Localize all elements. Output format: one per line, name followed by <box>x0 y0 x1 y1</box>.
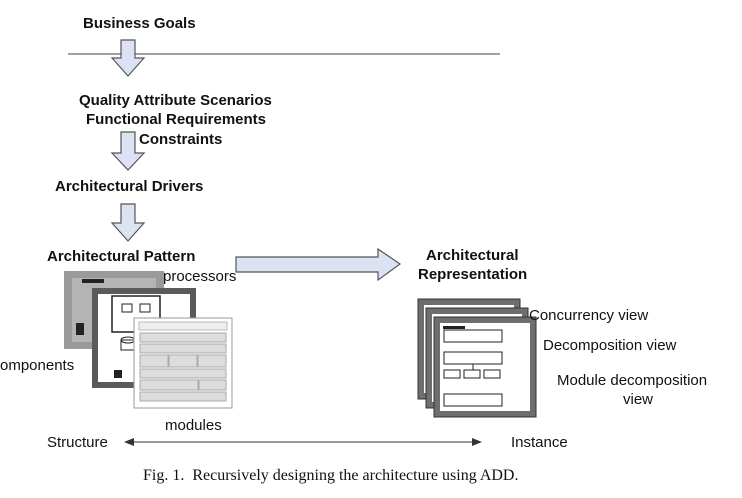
architectural-pattern-label: Architectural Pattern <box>47 248 196 265</box>
business-goals-label: Business Goals <box>83 15 196 32</box>
functional-requirements-label: Functional Requirements <box>86 111 267 128</box>
down-arrow-3 <box>110 203 146 242</box>
architectural-representation-line2: Representation <box>418 266 528 283</box>
architectural-representation-line1: Architectural <box>426 247 519 264</box>
pattern-thumbnails <box>64 271 233 409</box>
components-label: omponents <box>0 357 75 374</box>
decomposition-view-label: Decomposition view <box>543 337 677 354</box>
constraints-label: Constraints <box>139 131 223 148</box>
concurrency-view-label: Concurrency view <box>529 307 649 324</box>
architectural-drivers-label: Architectural Drivers <box>55 178 204 195</box>
down-arrow-2 <box>110 131 146 171</box>
down-arrow-1 <box>110 39 146 77</box>
representation-stack <box>417 298 537 418</box>
modules-label: modules <box>165 417 222 434</box>
instance-label: Instance <box>511 434 568 451</box>
right-arrow <box>235 247 402 282</box>
processors-label: processors <box>163 268 237 285</box>
structure-instance-arrow <box>124 438 482 446</box>
module-decomposition-label-line2: view <box>623 391 654 408</box>
figure-caption: Fig. 1. Recursively designing the archit… <box>143 467 519 484</box>
qa-scenarios-label: Quality Attribute Scenarios <box>79 92 272 109</box>
structure-label: Structure <box>47 434 108 451</box>
module-decomposition-label-line1: Module decomposition <box>557 372 708 389</box>
